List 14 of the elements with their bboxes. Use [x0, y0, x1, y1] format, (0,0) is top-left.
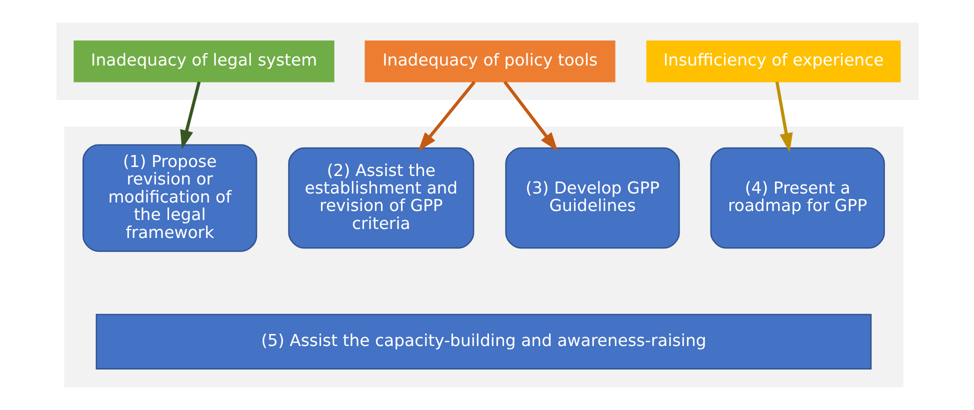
arrow	[502, 80, 558, 152]
cluster	[64, 126, 903, 388]
node-box: Inadequacy of legal system	[73, 40, 334, 82]
cluster	[56, 22, 918, 100]
arrow	[180, 81, 200, 150]
node-box: (1) Propose revision or modification of the legal framework	[82, 144, 257, 252]
node-box: Inadequacy of policy tools	[364, 40, 615, 82]
node-box: (3) Develop GPP Guidelines	[504, 147, 680, 249]
node-box: Insufficiency of experience	[646, 40, 900, 82]
node-box: (2) Assist the establishment and revision of GPP criteria	[288, 147, 474, 249]
node-box: (5) Assist the capacity-building and awareness-raising	[95, 314, 872, 370]
node-box: (4) Present a roadmap for GPP	[710, 147, 884, 249]
arrow	[418, 80, 476, 152]
arrow	[774, 82, 792, 152]
